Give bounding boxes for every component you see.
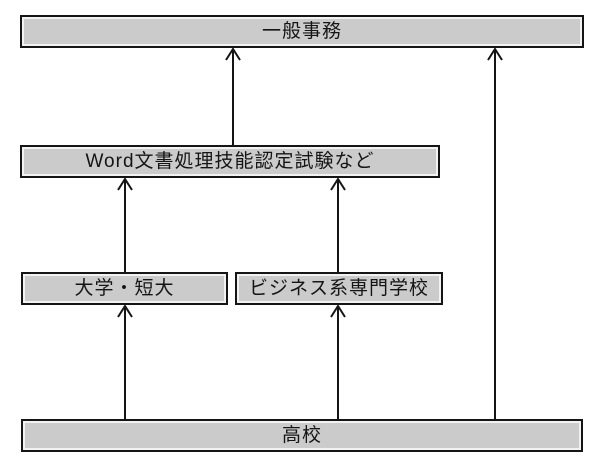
arrow-word-exam-to-general-office bbox=[225, 47, 241, 145]
arrow-high-school-to-general-office bbox=[487, 47, 503, 419]
node-business-school-label: ビジネス系専門学校 bbox=[248, 278, 429, 299]
arrow-high-school-to-university bbox=[117, 304, 133, 419]
node-business-school: ビジネス系専門学校 bbox=[235, 272, 443, 305]
node-high-school-label: 高校 bbox=[281, 425, 322, 446]
arrow-high-school-to-business-school bbox=[330, 304, 346, 419]
arrow-university-to-word-exam bbox=[117, 177, 133, 272]
node-general-office-label: 一般事務 bbox=[261, 21, 342, 42]
node-high-school: 高校 bbox=[21, 419, 583, 452]
node-university-label: 大学・短大 bbox=[74, 278, 175, 299]
node-general-office: 一般事務 bbox=[20, 15, 584, 48]
arrow-business-school-to-word-exam bbox=[330, 177, 346, 272]
node-word-exam: Word文書処理技能認定試験など bbox=[20, 145, 440, 178]
node-word-exam-label: Word文書処理技能認定試験など bbox=[85, 151, 375, 172]
node-university: 大学・短大 bbox=[21, 272, 228, 305]
